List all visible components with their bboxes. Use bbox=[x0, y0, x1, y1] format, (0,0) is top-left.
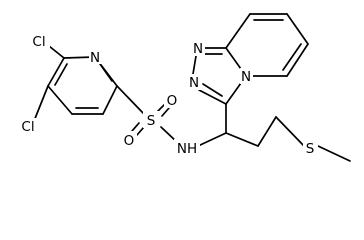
bond-n2-c3-inner bbox=[202, 83, 223, 97]
bond-s-o-top-a bbox=[156, 103, 166, 113]
bond-ch2b-s bbox=[275, 116, 305, 147]
bond-c6-c5 bbox=[286, 43, 309, 77]
bond-c4-c5 bbox=[47, 85, 73, 115]
bond-c5-c6 bbox=[47, 57, 65, 87]
molecule-structure-diagram: Cl Cl N S O O NH N N N S bbox=[17, 13, 351, 162]
bond-n-ch bbox=[197, 132, 227, 147]
amine-nitrogen-label: NH bbox=[177, 141, 197, 157]
bond-c3-s bbox=[116, 85, 144, 114]
bond-s-o-bottom-b bbox=[136, 126, 145, 136]
bridgehead-nitrogen-label: N bbox=[241, 69, 251, 85]
bond-s-o-bottom-a bbox=[131, 122, 140, 132]
chlorine-top-label: Cl bbox=[32, 34, 45, 50]
bond-c8a-c8 bbox=[225, 13, 251, 49]
sulfonyl-sulfur-label: S bbox=[147, 113, 156, 129]
bond-cl-top bbox=[48, 45, 65, 59]
amine-h-text: H bbox=[187, 141, 197, 157]
bond-c5-c6-inner bbox=[54, 63, 68, 86]
bond-s-ch3 bbox=[317, 145, 351, 162]
amine-n-text: N bbox=[177, 141, 187, 157]
bond-c2-c3 bbox=[102, 85, 118, 115]
bond-cl-bottom bbox=[33, 85, 49, 122]
bond-n2-c3 bbox=[198, 89, 227, 105]
thioether-sulfur-label: S bbox=[306, 141, 315, 157]
sulfonyl-oxygen-top-label: O bbox=[167, 93, 178, 109]
atom-labels: Cl Cl N S O O NH N N N S bbox=[17, 32, 318, 157]
bond-n1-n2 bbox=[192, 55, 197, 75]
bond-s-o-top-b bbox=[161, 107, 170, 117]
sulfonyl-oxygen-bottom-label: O bbox=[124, 133, 135, 149]
triazole-n2-label: N bbox=[189, 75, 199, 91]
chlorine-bottom-label: Cl bbox=[21, 119, 34, 135]
bond-ch-ch2a bbox=[225, 132, 259, 147]
bond-ch2a-ch2b bbox=[257, 116, 277, 147]
bond-c6-c5-inner bbox=[282, 43, 302, 71]
bond-c2-c2-inner bbox=[99, 63, 113, 82]
triazole-n1-label: N bbox=[193, 41, 203, 57]
bond-c7-c6 bbox=[286, 13, 309, 45]
bond-lines bbox=[33, 13, 351, 162]
pyridine-nitrogen-label: N bbox=[90, 50, 100, 66]
